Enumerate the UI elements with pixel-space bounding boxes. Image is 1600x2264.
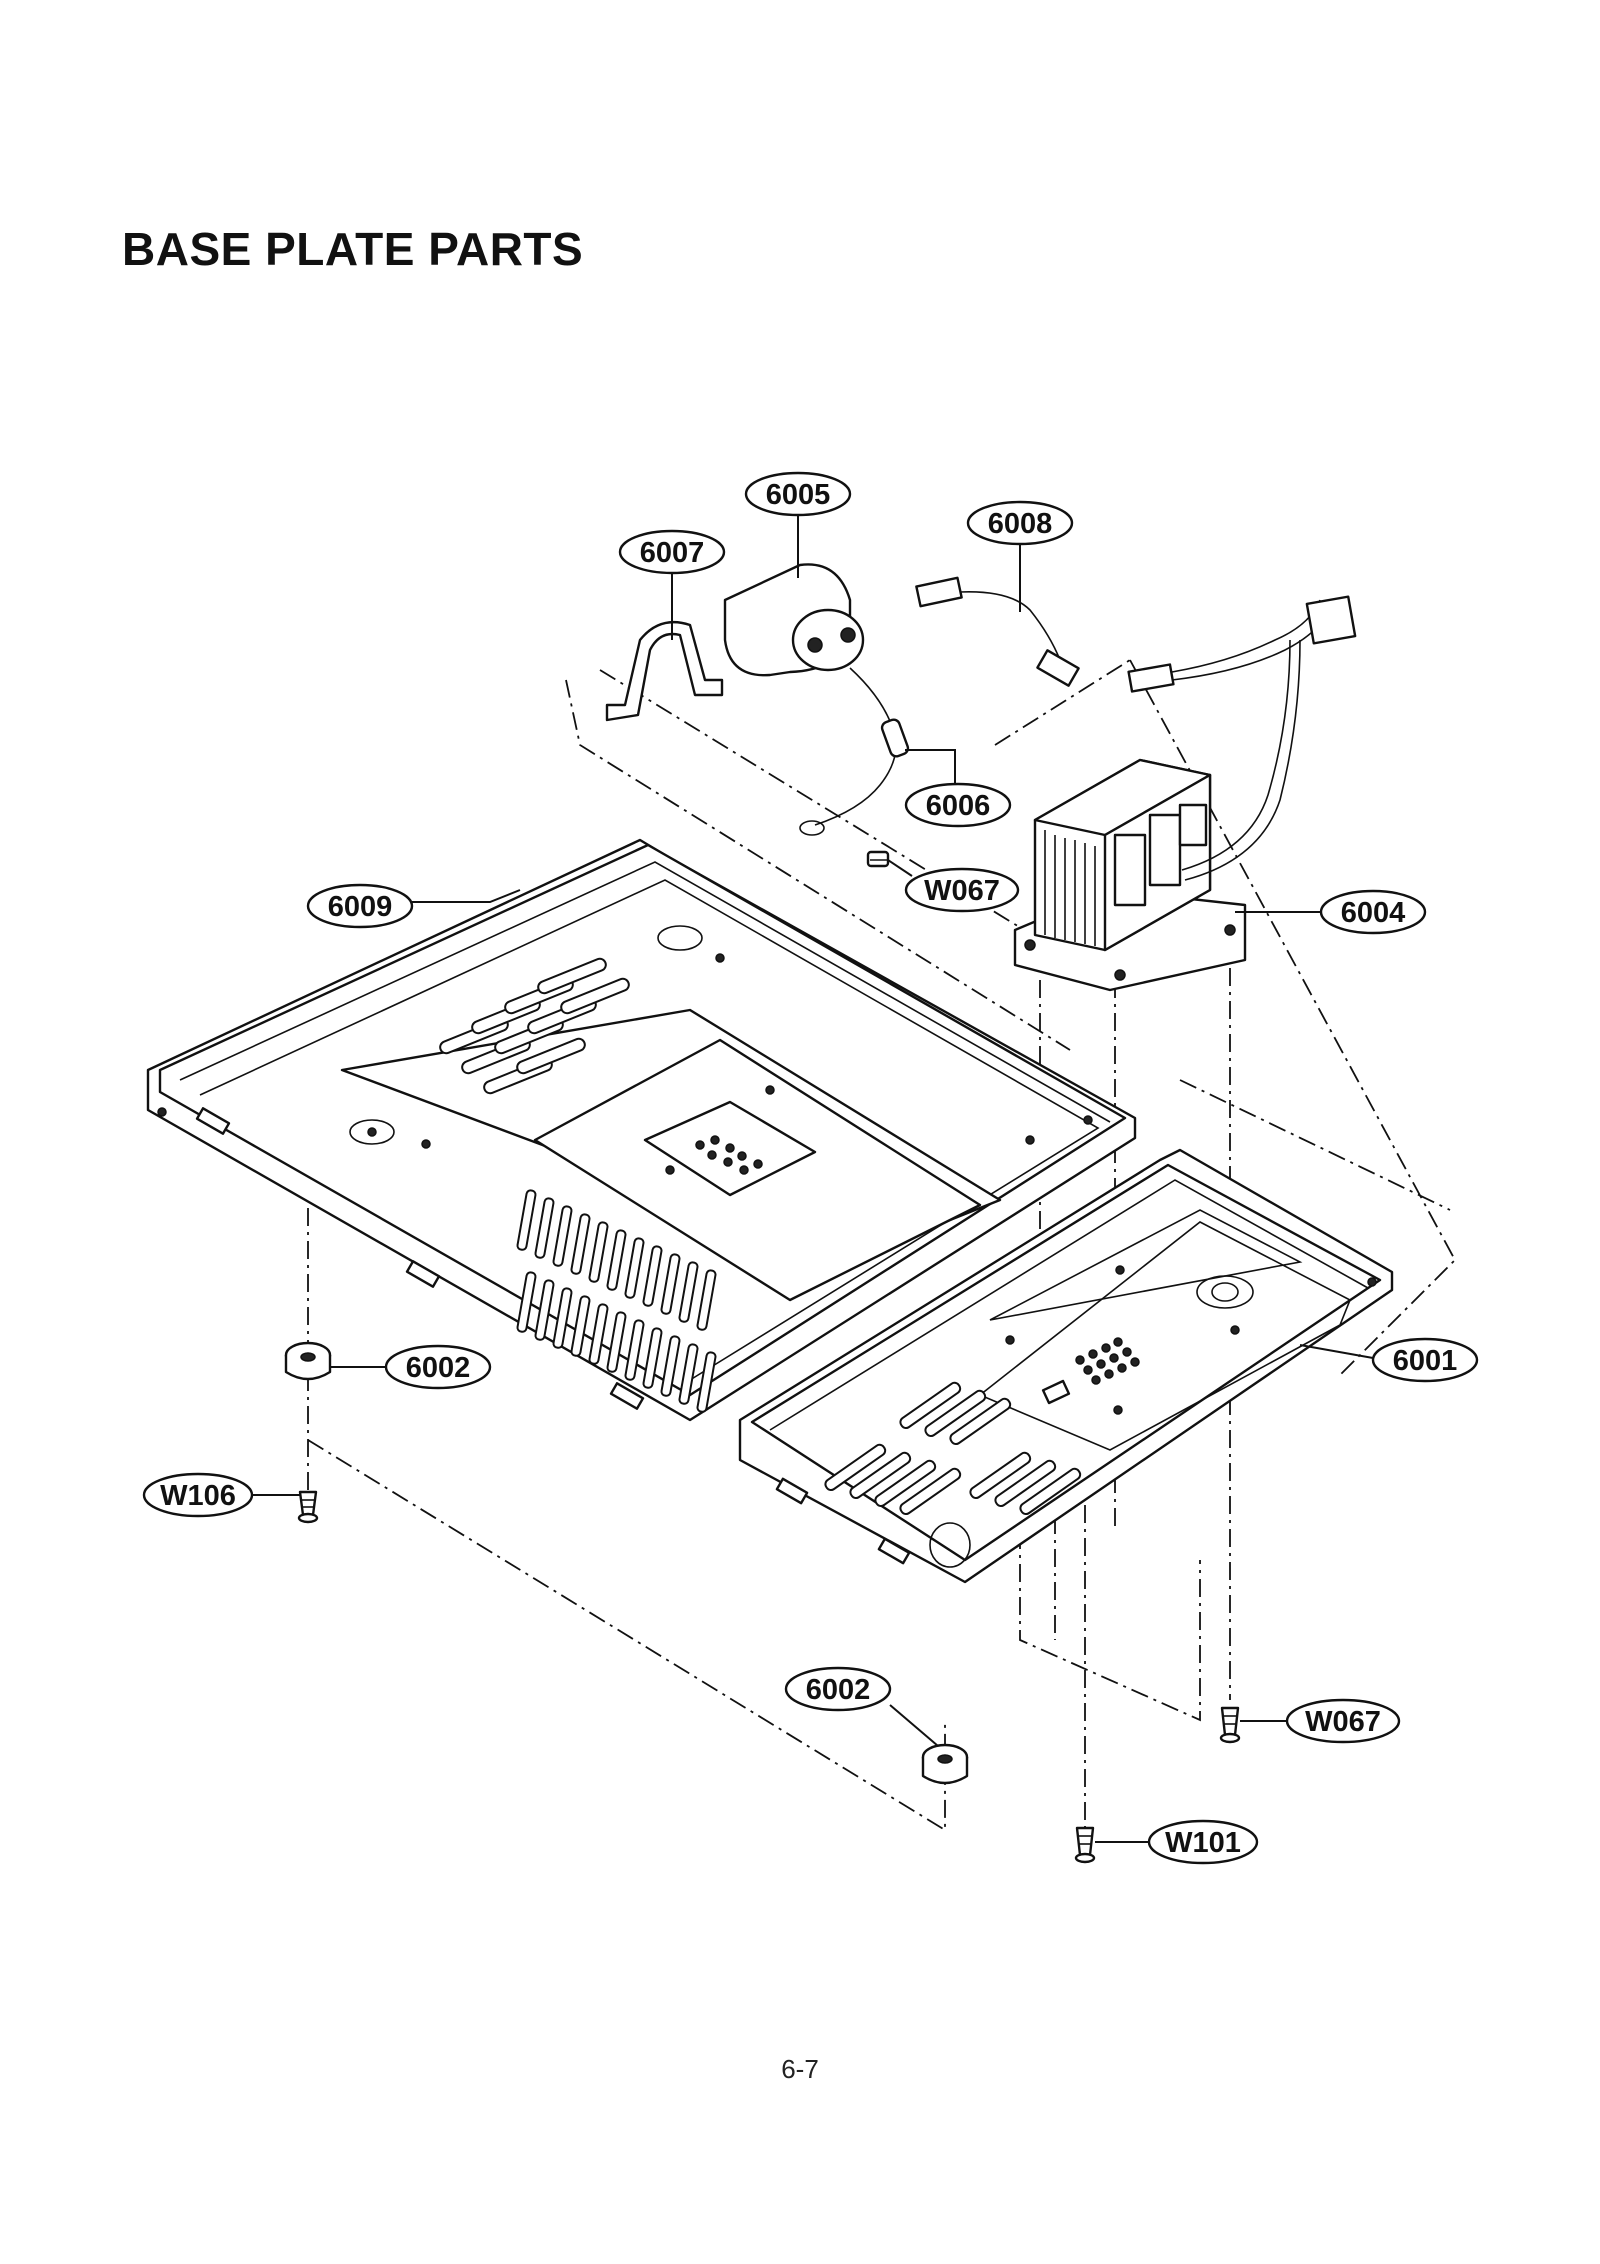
wire-harness-6008	[915, 576, 1357, 881]
svg-text:W106: W106	[160, 1480, 236, 1512]
callout-6002-left: 6002	[384, 1344, 492, 1390]
top-vent-slots	[439, 957, 630, 1095]
vent-perforations	[695, 1135, 763, 1175]
svg-text:6002: 6002	[406, 1352, 471, 1384]
svg-text:6007: 6007	[640, 537, 705, 569]
callout-6008: 6008	[966, 500, 1074, 546]
svg-text:W067: W067	[924, 875, 1000, 907]
svg-text:6001: 6001	[1393, 1345, 1458, 1377]
capacitor-6005	[723, 563, 910, 836]
foot-6002-left	[284, 1341, 332, 1381]
callout-6009: 6009	[306, 883, 414, 929]
page-number: 6-7	[781, 2054, 819, 2084]
svg-text:6006: 6006	[926, 790, 991, 822]
callout-w101: W101	[1147, 1819, 1259, 1865]
callout-6007: 6007	[618, 529, 726, 575]
screw-w101	[1074, 1826, 1096, 1864]
svg-text:6009: 6009	[328, 891, 393, 923]
transformer-6004	[1013, 758, 1247, 992]
callout-6004: 6004	[1319, 889, 1427, 935]
svg-text:6008: 6008	[988, 508, 1053, 540]
svg-text:6002: 6002	[806, 1674, 871, 1706]
base-plate-6009	[146, 838, 1137, 1422]
screw-w067-bottom	[1219, 1706, 1241, 1744]
base-plate-6001	[738, 1148, 1394, 1584]
callout-6005: 6005	[744, 471, 852, 517]
side-vent-slots	[516, 1189, 717, 1413]
callout-6001: 6001	[1371, 1337, 1479, 1383]
page-title: BASE PLATE PARTS	[122, 223, 584, 275]
svg-text:6004: 6004	[1341, 897, 1406, 929]
callout-6006: 6006	[904, 782, 1012, 828]
screw-w067-top	[866, 850, 890, 868]
svg-text:W067: W067	[1305, 1706, 1381, 1738]
screw-w106	[297, 1490, 319, 1524]
callout-w067-bottom: W067	[1285, 1698, 1401, 1744]
bracket-6007	[605, 620, 724, 722]
callout-6002-right: 6002	[784, 1666, 892, 1712]
foot-6002-right	[921, 1743, 969, 1785]
callout-w106: W106	[142, 1472, 254, 1518]
leader-lines	[250, 515, 1374, 1843]
right-vent-perforations	[1075, 1337, 1140, 1385]
callout-w067-top: W067	[904, 867, 1020, 913]
svg-text:6005: 6005	[766, 479, 831, 511]
right-vent-slots	[824, 1381, 1082, 1516]
svg-text:W101: W101	[1165, 1827, 1241, 1859]
